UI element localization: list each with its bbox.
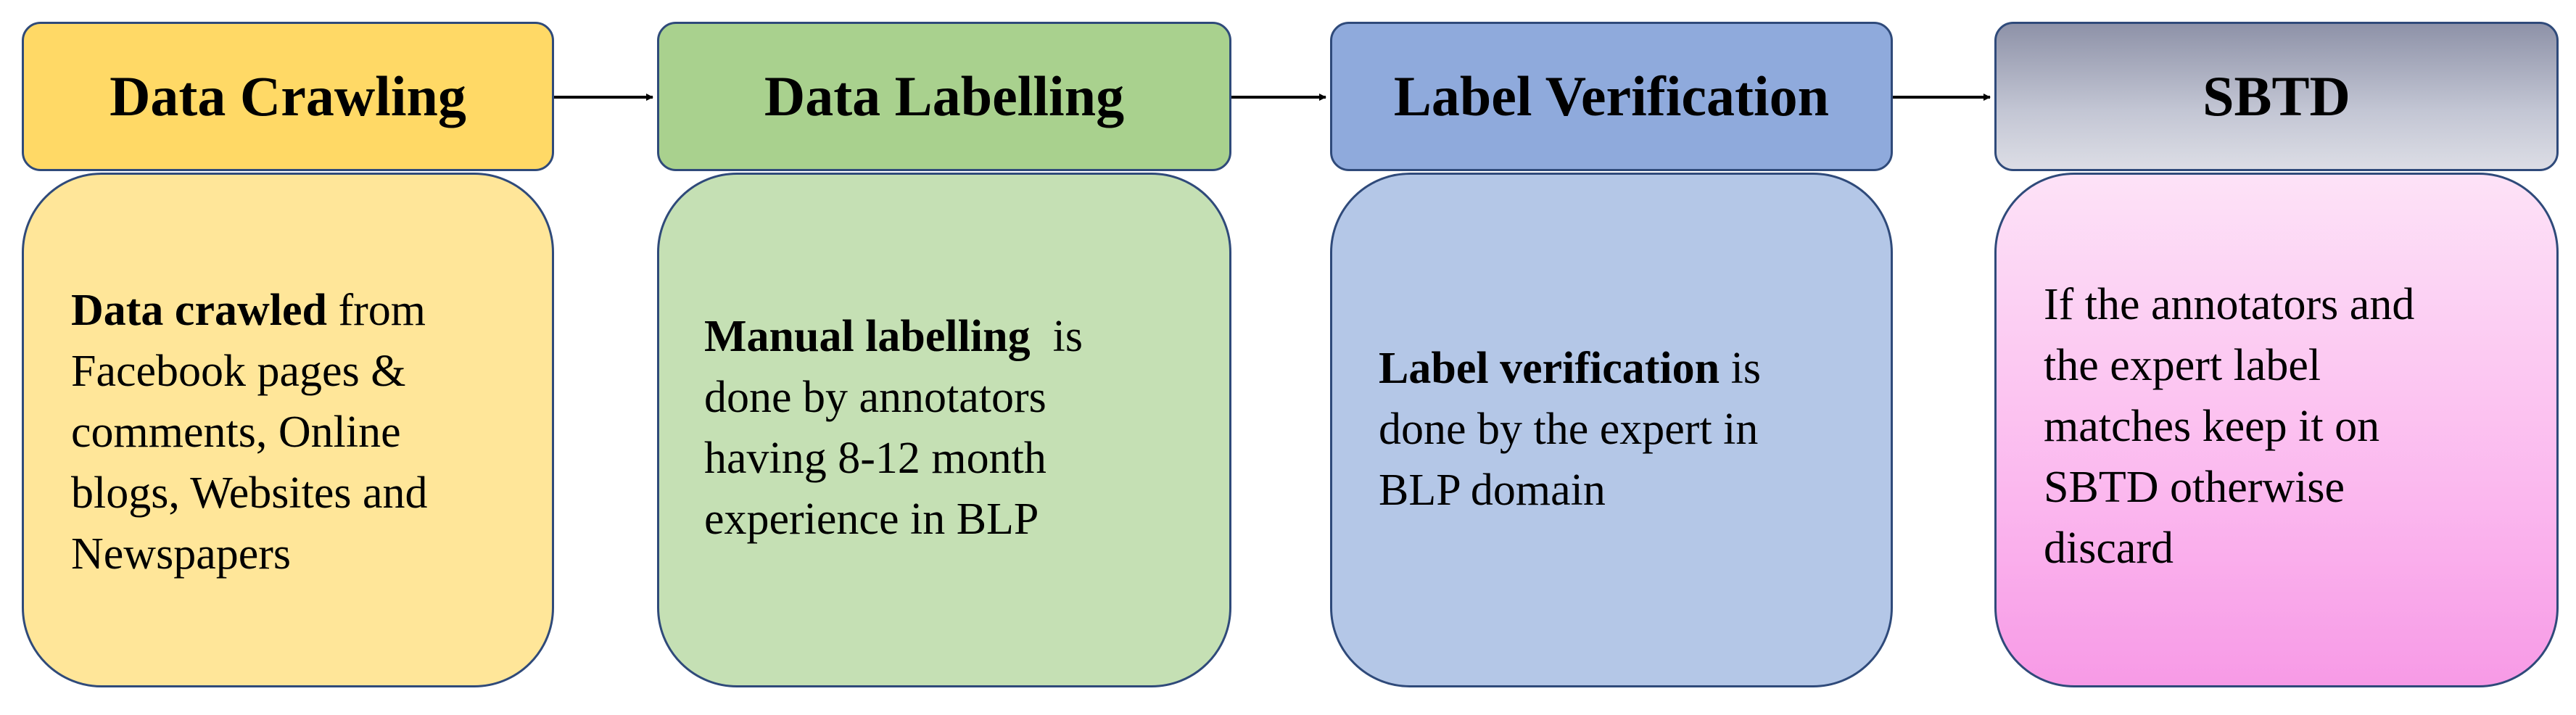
stage-description-data-crawling: Data crawled from Facebook pages & comme… (71, 280, 428, 584)
stage-description-sbtd: If the annotators and the expert label m… (2044, 274, 2414, 579)
stage-card-data-crawling (22, 173, 554, 687)
description-line: Data crawled from (71, 286, 426, 335)
description-line: done by the expert in (1379, 405, 1759, 454)
stage-card-data-labelling (657, 173, 1231, 687)
stage-title: SBTD (2203, 65, 2350, 128)
description-line: SBTD otherwise (2044, 463, 2345, 512)
stage-title: Data Crawling (110, 65, 466, 128)
stage-card-label-verification (1330, 173, 1893, 687)
description-line: BLP domain (1379, 466, 1606, 515)
stage-header-data-crawling: Data Crawling (22, 22, 554, 171)
stage-header-label-verification: Label Verification (1330, 22, 1893, 171)
stage-card-sbtd (1994, 173, 2559, 687)
description-line: the expert label (2044, 341, 2321, 390)
description-line: comments, Online (71, 408, 401, 457)
stage-title: Data Labelling (764, 65, 1125, 128)
description-line: If the annotators and (2044, 280, 2415, 329)
description-line: blogs, Websites and (71, 468, 428, 518)
stage-description-label-verification: Label verification is done by the expert… (1379, 338, 1761, 521)
stage-description-data-labelling: Manual labelling is done by annotators h… (704, 306, 1083, 550)
description-line: discard (2044, 524, 2174, 573)
description-line: having 8-12 month (704, 434, 1046, 483)
description-line: experience in BLP (704, 495, 1039, 544)
description-line: Newspapers (71, 529, 292, 579)
description-line: done by annotators (704, 373, 1046, 422)
description-line: Manual labelling is (704, 312, 1083, 361)
description-line: matches keep it on (2044, 402, 2380, 451)
stage-header-data-labelling: Data Labelling (657, 22, 1231, 171)
stage-title: Label Verification (1393, 65, 1830, 128)
stage-header-sbtd: SBTD (1994, 22, 2559, 171)
description-line: Label verification is (1379, 344, 1761, 393)
description-line: Facebook pages & (71, 347, 406, 396)
